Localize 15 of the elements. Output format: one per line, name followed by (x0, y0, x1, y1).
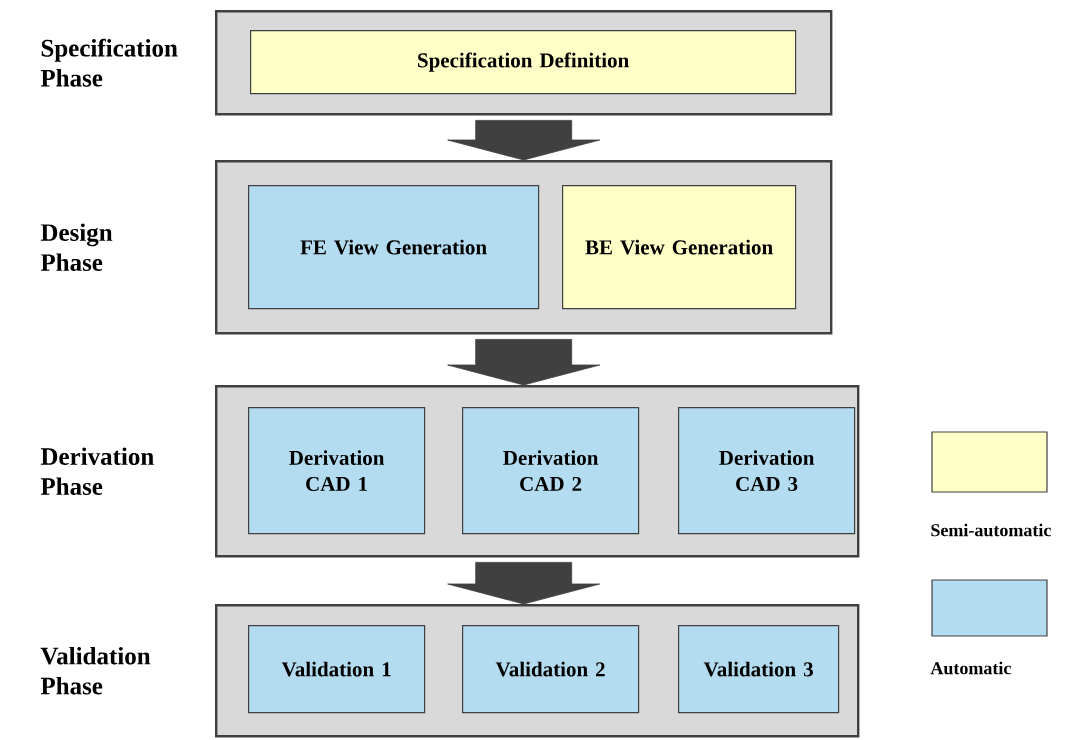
process-box: Derivation CAD 3 (678, 407, 856, 535)
node-label: Specification Phase (40, 38, 178, 87)
legend-label: Semi-automatic (931, 523, 1051, 537)
process-box: Derivation CAD 2 (462, 407, 640, 535)
process-box: Validation 3 (678, 625, 840, 714)
process-box: Validation 2 (462, 625, 640, 714)
process-box: Specification Definition (250, 30, 797, 95)
node-label: Derivation Phase (40, 447, 154, 495)
node-label: Validation Phase (40, 646, 151, 695)
process-box: Derivation CAD 1 (248, 407, 426, 535)
node-label: Design Phase (40, 223, 113, 271)
process-box: FE View Generation (248, 185, 540, 310)
process-box: Validation 1 (248, 625, 426, 714)
process-box: BE View Generation (562, 185, 797, 310)
legend-label: Automatic (930, 661, 1011, 675)
